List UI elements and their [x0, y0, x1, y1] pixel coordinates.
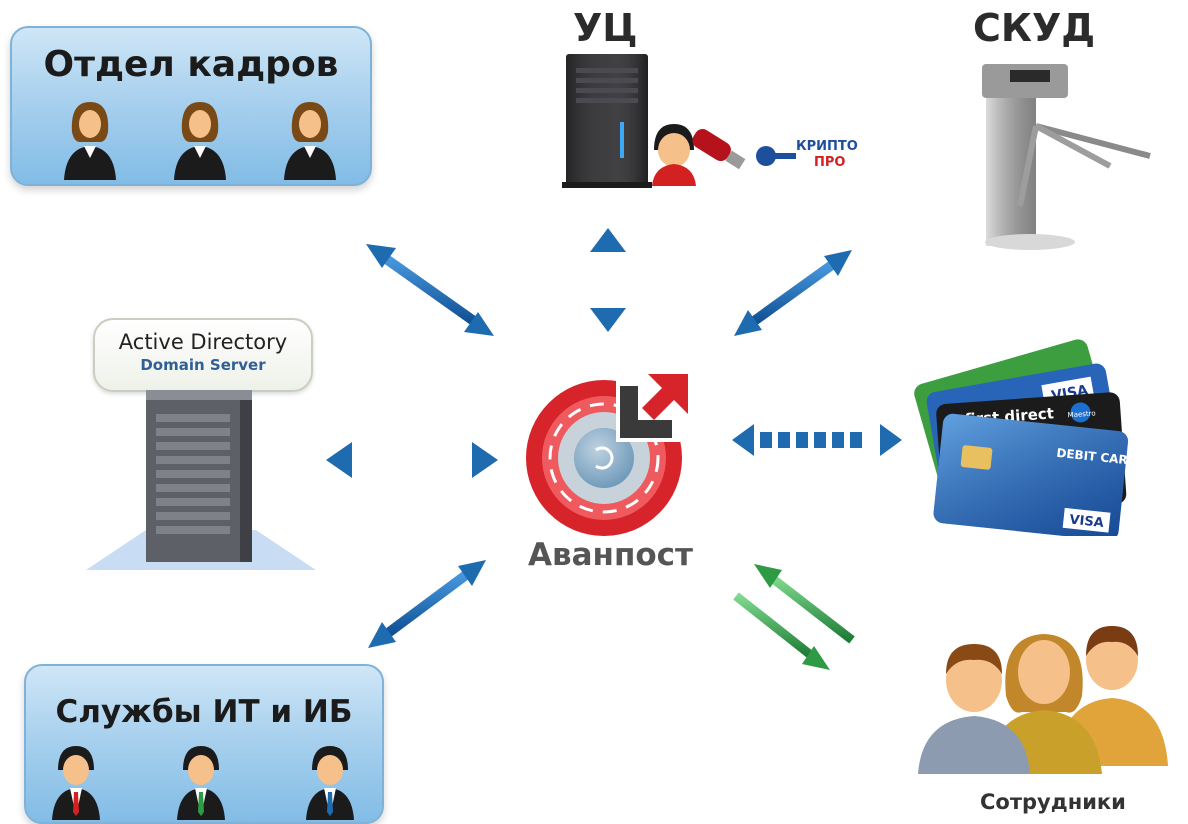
employees-title: Сотрудники — [980, 790, 1126, 814]
card-brand-2: Maestro — [1067, 409, 1096, 419]
double-arrow-it-center-icon — [368, 560, 486, 648]
domain-server-line2: Domain Server — [140, 356, 266, 374]
it-services-box: Службы ИТ и ИБ — [24, 664, 384, 824]
card-brand-4: VISA — [1069, 513, 1105, 532]
cryptopro-text-2: ПРО — [814, 155, 845, 170]
usb-token-icon — [692, 129, 746, 170]
turnstile-icon — [982, 64, 1151, 250]
bank-cards-icon: bership VISA first direct Maestro DEBIT … — [914, 339, 1138, 536]
cryptopro-logo: КРИПТО ПРО — [756, 139, 858, 170]
active-directory-label: Active Directory Domain Server — [93, 318, 313, 392]
female-user-icon — [64, 102, 116, 180]
domain-server-icon — [86, 390, 316, 570]
green-arrows-employees-icon — [733, 564, 855, 670]
active-directory-line1: Active Directory — [118, 330, 288, 354]
double-arrow-ad-center-icon — [326, 442, 498, 478]
avanpost-title: Аванпост — [528, 537, 694, 573]
employees-group-icon — [918, 626, 1168, 774]
male-user-icon — [177, 746, 225, 820]
hr-department-box: Отдел кадров — [10, 26, 372, 186]
double-arrow-acs-center-icon — [734, 250, 852, 336]
double-arrow-ca-center-icon — [590, 228, 626, 332]
acs-title: СКУД — [973, 6, 1096, 50]
hr-department-title: Отдел кадров — [43, 44, 339, 85]
admin-user-icon — [652, 124, 696, 186]
avanpost-logo-icon — [526, 370, 688, 536]
male-user-icon — [52, 746, 100, 820]
hr-staff-icons — [64, 102, 336, 180]
female-user-icon — [174, 102, 226, 180]
female-user-icon — [284, 102, 336, 180]
male-employee-icon — [918, 644, 1030, 774]
it-services-title: Службы ИТ и ИБ — [55, 694, 353, 730]
male-user-icon — [306, 746, 354, 820]
it-staff-icons — [52, 746, 354, 820]
server-tower-icon — [562, 54, 652, 188]
double-arrow-hr-center-icon — [366, 244, 494, 336]
ca-title: УЦ — [573, 6, 638, 50]
dashed-arrow-cards-center-icon — [732, 424, 902, 456]
ca-illustration: КРИПТО ПРО — [562, 54, 858, 188]
cryptopro-text-1: КРИПТО — [796, 139, 858, 154]
